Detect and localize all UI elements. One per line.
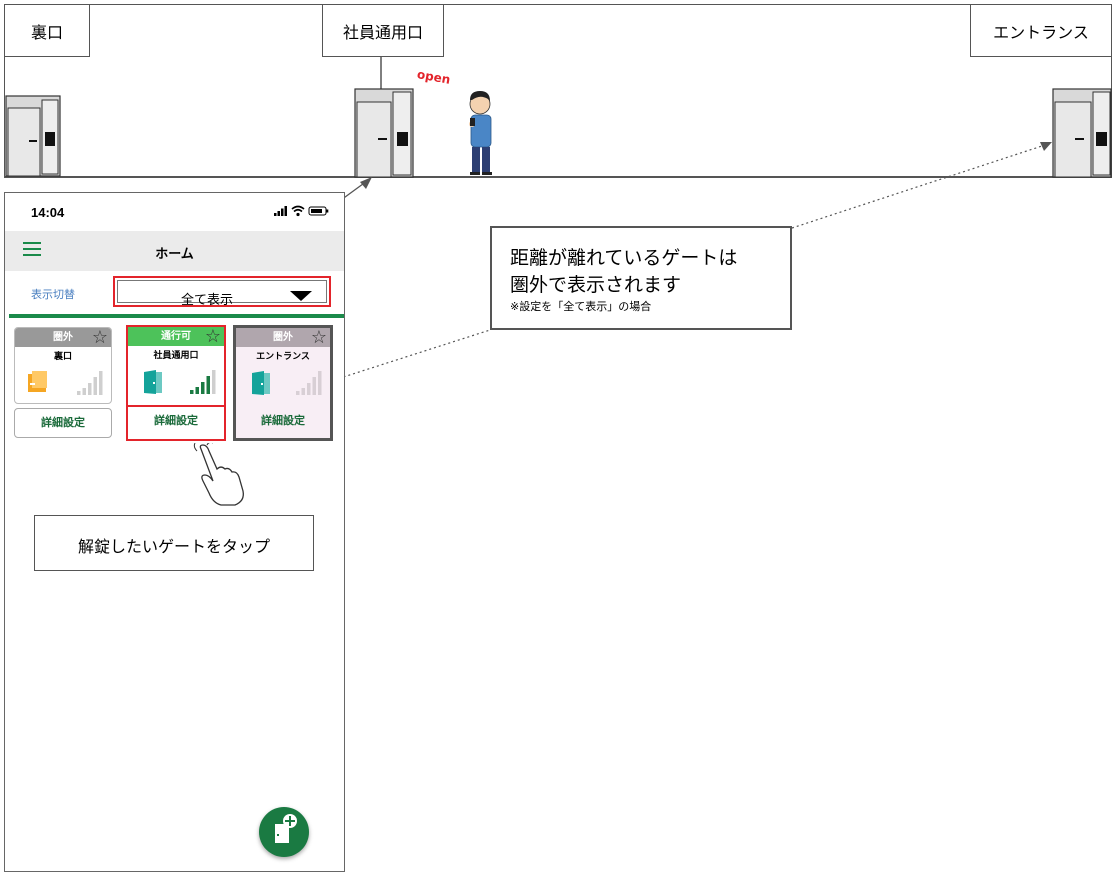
- gate-teal-icon: [252, 371, 270, 395]
- gate-card-back[interactable]: 圏外 ☆ 裏口: [14, 327, 112, 404]
- cellular-signal-icon: [274, 206, 287, 216]
- room-label-text: 社員通用口: [342, 22, 423, 42]
- tap-hand-icon: [193, 443, 244, 506]
- gate-card-staff[interactable]: 通行可 ☆ 社員通用口: [126, 325, 226, 407]
- star-icon[interactable]: ☆: [204, 326, 221, 347]
- wifi-icon: [291, 205, 305, 217]
- detail-settings-button[interactable]: 詳細設定: [126, 407, 226, 441]
- room-label-entrance: エントランス: [970, 4, 1112, 57]
- detail-settings-button[interactable]: 詳細設定: [14, 408, 112, 438]
- room-label-text: 裏口: [30, 22, 63, 42]
- building-wall: [4, 4, 1112, 178]
- star-icon[interactable]: ☆: [91, 327, 108, 348]
- room-label-back: 裏口: [4, 4, 90, 57]
- gate-name: 社員通用口: [153, 351, 199, 361]
- gate-name: 裏口: [53, 352, 72, 362]
- gate-status-badge: 圏外: [236, 328, 330, 347]
- callout-line-1: 距離が離れているゲートは: [510, 247, 738, 269]
- callout-line-2: 圏外で表示されます: [510, 274, 682, 296]
- app-bar: ホーム: [5, 231, 344, 271]
- status-bar: 14:04: [5, 193, 344, 231]
- room-label-staff: 社員通用口: [322, 4, 444, 57]
- chevron-down-icon: [290, 291, 312, 301]
- tap-instruction-callout: 解錠したいゲートをタップ: [34, 515, 314, 571]
- gate-teal-icon: [144, 370, 162, 394]
- battery-icon: [308, 206, 329, 216]
- tap-instruction-text: 解錠したいゲートをタップ: [77, 537, 270, 556]
- gate-card-entrance[interactable]: 圏外 ☆ エントランス: [233, 325, 333, 407]
- signal-strength-icon: [77, 371, 103, 395]
- detail-settings-button[interactable]: 詳細設定: [233, 407, 333, 441]
- signal-strength-icon: [190, 370, 216, 394]
- filter-label: 表示切替: [31, 288, 75, 301]
- callout-note: ※設定を「全て表示」の場合: [510, 300, 652, 313]
- add-gate-fab[interactable]: [259, 807, 309, 857]
- app-bar-title: ホーム: [155, 247, 194, 262]
- star-icon[interactable]: ☆: [310, 327, 327, 348]
- add-door-icon: [275, 814, 297, 843]
- filter-select[interactable]: 全て表示: [113, 276, 331, 308]
- gate-status-badge: 通行可: [128, 327, 224, 346]
- status-time: 14:04: [31, 205, 65, 220]
- out-of-range-callout: 距離が離れているゲートは 圏外で表示されます ※設定を「全て表示」の場合: [490, 226, 792, 330]
- signal-strength-icon: [296, 371, 322, 395]
- divider: [9, 314, 344, 318]
- status-icons: [274, 205, 329, 217]
- gate-name: エントランス: [256, 352, 310, 362]
- filter-select-value: 全て表示: [180, 293, 233, 308]
- gate-orange-icon: [28, 371, 47, 392]
- hamburger-menu-icon[interactable]: [23, 242, 41, 258]
- room-label-text: エントランス: [993, 22, 1089, 42]
- gate-status-badge: 圏外: [15, 328, 111, 347]
